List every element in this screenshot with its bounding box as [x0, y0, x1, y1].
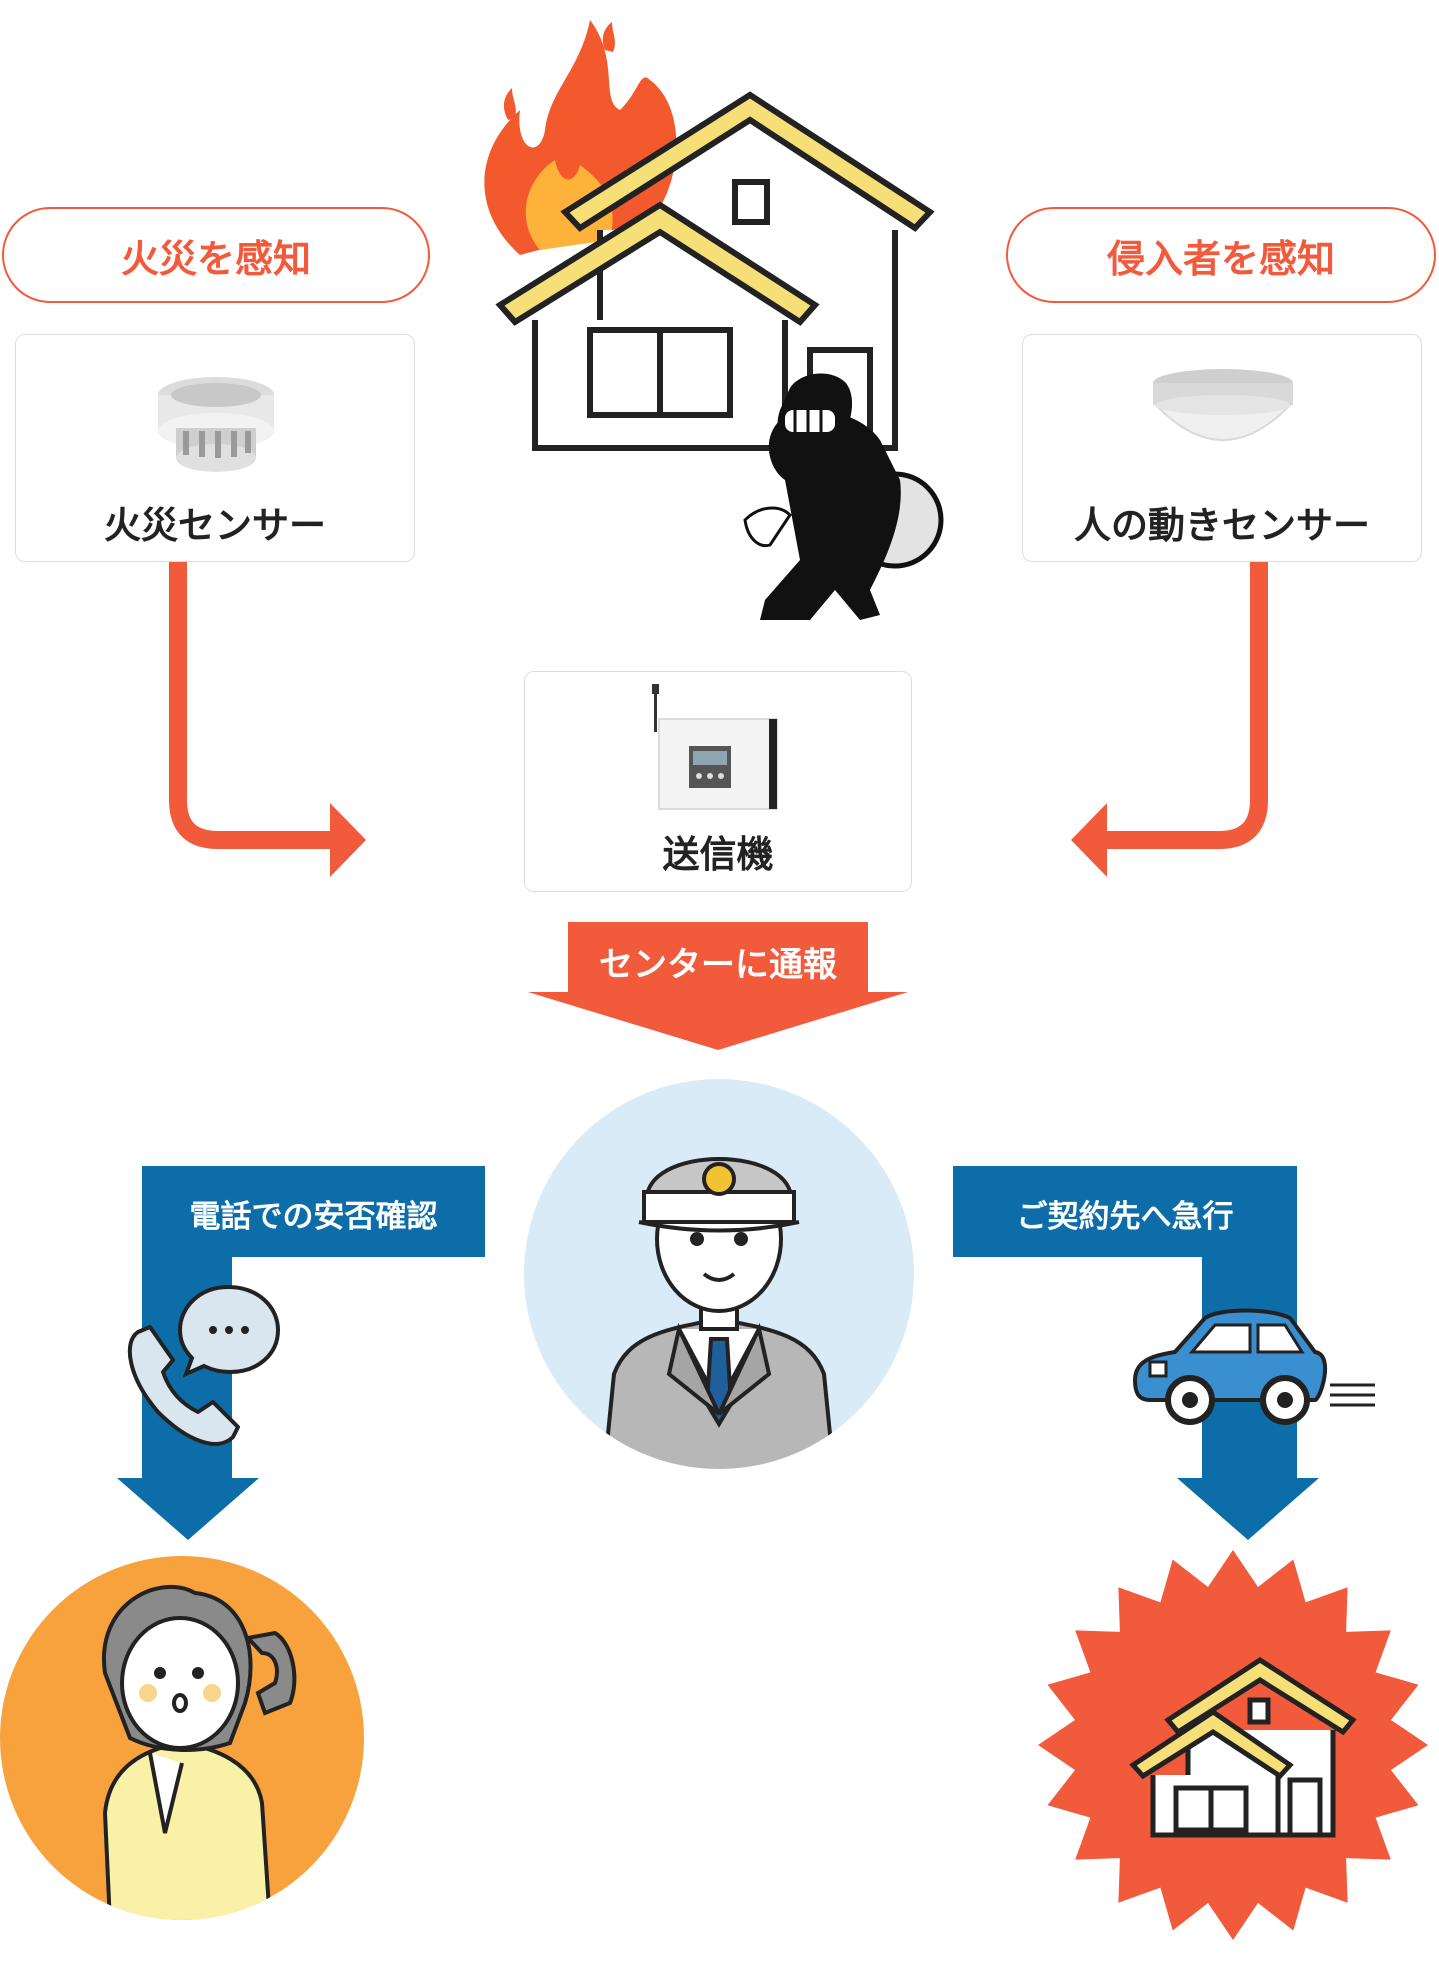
car-icon: [1132, 1308, 1375, 1425]
rush-flow: [953, 1166, 1319, 1540]
phone-check-label: 電話での安否確認: [189, 1199, 438, 1235]
transmitter-card: 送信機: [524, 671, 912, 892]
intruder-arrow-head: [1071, 803, 1107, 877]
transmitter-label: 送信機: [662, 833, 774, 876]
burglar-icon: [743, 373, 944, 620]
speech-bubble-icon: [177, 1284, 281, 1378]
fire-detect-pill: 火災を感知: [2, 207, 430, 303]
notify-center-label: センターに通報: [599, 945, 837, 985]
intruder-detect-pill: 侵入者を感知: [1006, 207, 1436, 303]
fire-sensor-card: 火災センサー: [15, 334, 415, 562]
phone-icon: [127, 1325, 240, 1446]
phone-check-flow: [117, 1166, 485, 1540]
notify-center-arrow: [528, 922, 908, 1050]
house-fire-intruder-illustration: [484, 20, 944, 620]
intruder-to-transmitter-arrow: [1097, 560, 1268, 849]
fire-to-transmitter-arrow: [169, 560, 340, 849]
motion-sensor-icon: [1153, 369, 1293, 441]
motion-sensor-label: 人の動きセンサー: [1074, 504, 1370, 547]
transmitter-icon: [652, 684, 778, 810]
motion-sensor-card: 人の動きセンサー: [1022, 334, 1422, 562]
phone-call-icons: [127, 1284, 281, 1446]
fire-arrow-head: [330, 803, 366, 877]
fire-sensor-label: 火災センサー: [104, 504, 326, 547]
rush-label: ご契約先へ急行: [1016, 1199, 1234, 1235]
security-guard-icon: [524, 1079, 914, 1469]
customer-icon: [0, 1556, 364, 1920]
burst-house-icon: [1038, 1550, 1428, 1940]
fire-sensor-icon: [158, 377, 274, 472]
